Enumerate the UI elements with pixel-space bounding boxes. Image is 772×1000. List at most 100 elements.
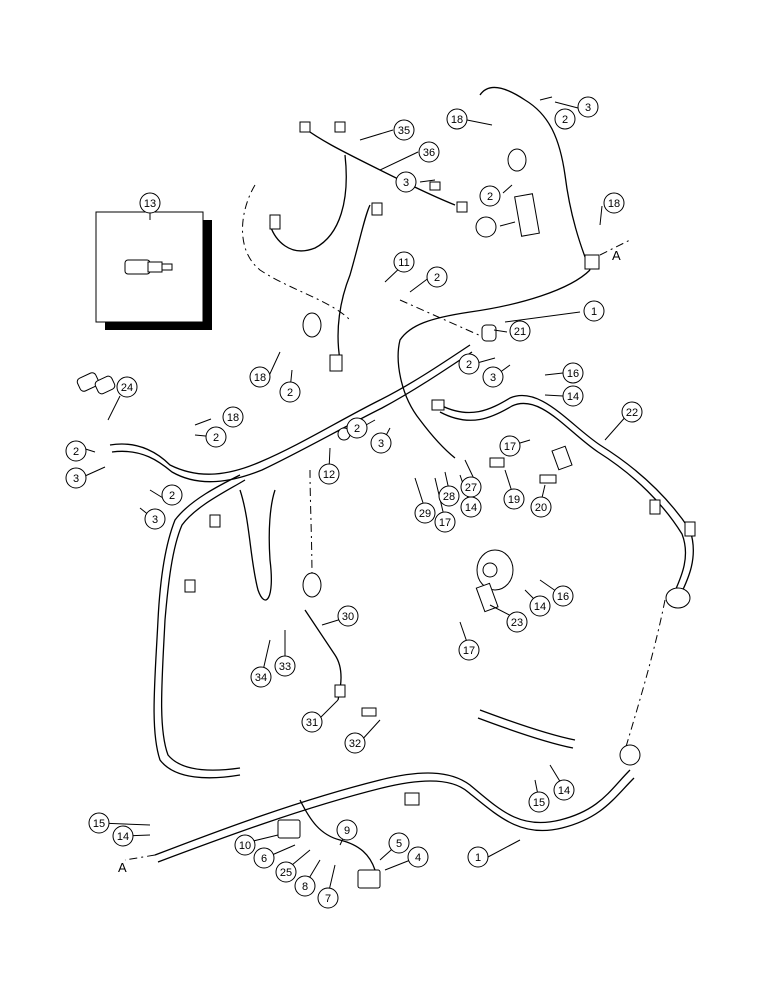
upper-right-harness-2 <box>397 269 591 459</box>
callout-label: 18 <box>608 198 620 210</box>
callout-label: 3 <box>490 372 496 384</box>
callout-label: 2 <box>434 272 440 284</box>
callout-1: 1 <box>583 300 605 322</box>
callout-2: 2 <box>479 185 501 207</box>
callout-label: 35 <box>398 125 410 137</box>
callout-label: 2 <box>169 490 175 502</box>
callout-2: 2 <box>65 440 87 462</box>
callout-label: 34 <box>255 672 267 684</box>
callout-label: 9 <box>344 825 350 837</box>
callout-14: 14 <box>460 496 482 518</box>
callout-label: 15 <box>93 818 105 830</box>
callout-label: 14 <box>117 831 129 843</box>
callout-27: 27 <box>460 476 482 498</box>
callout-36: 36 <box>418 141 440 163</box>
callout-label: 3 <box>73 473 79 485</box>
callout-2: 2 <box>279 381 301 403</box>
callout-30: 30 <box>337 605 359 627</box>
callout-18: 18 <box>222 406 244 428</box>
callouts: 35 36 18 2 3 3 2 18 13 11 2 1 21 18 2 2 … <box>65 96 643 909</box>
callout-17: 17 <box>458 639 480 661</box>
callout-13: 13 <box>139 192 161 214</box>
callout-label: 3 <box>585 102 591 114</box>
callout-9: 9 <box>336 819 358 841</box>
callout-label: 16 <box>557 591 569 603</box>
callout-11: 11 <box>393 251 415 273</box>
callout-2: 2 <box>554 108 576 130</box>
callout-label: 18 <box>227 412 239 424</box>
left-branch-harness <box>153 474 241 779</box>
callout-14: 14 <box>112 825 134 847</box>
callout-3: 3 <box>65 467 87 489</box>
callout-25: 25 <box>275 861 297 883</box>
lower-main-harness-edge <box>157 777 635 863</box>
callout-18: 18 <box>446 108 468 130</box>
callout-label: 6 <box>261 853 267 865</box>
callout-label: 18 <box>451 114 463 126</box>
callout-2: 2 <box>346 417 368 439</box>
callout-label: 24 <box>121 382 133 394</box>
connector-icon <box>76 121 696 889</box>
callout-label: 29 <box>419 508 431 520</box>
callout-label: 16 <box>567 368 579 380</box>
callout-label: 2 <box>287 387 293 399</box>
callout-label: 28 <box>443 491 455 503</box>
components <box>76 121 696 889</box>
callout-3: 3 <box>482 366 504 388</box>
callout-label: 23 <box>511 617 523 629</box>
callout-7: 7 <box>317 887 339 909</box>
callout-label: 3 <box>403 177 409 189</box>
bottom-right-bracket <box>479 709 576 741</box>
callout-17: 17 <box>499 435 521 457</box>
callout-18: 18 <box>603 192 625 214</box>
grommet-icon <box>302 148 691 766</box>
callout-label: 7 <box>325 893 331 905</box>
callout-label: 17 <box>504 441 516 453</box>
callout-label: 14 <box>567 391 579 403</box>
callout-label: 4 <box>415 852 421 864</box>
callout-label: 1 <box>591 306 597 318</box>
callout-20: 20 <box>530 496 552 518</box>
right-harness-22 <box>439 395 694 601</box>
callout-label: 3 <box>152 514 158 526</box>
callout-14: 14 <box>529 595 551 617</box>
callout-label: 2 <box>562 114 568 126</box>
callout-label: 2 <box>354 423 360 435</box>
callout-label: 30 <box>342 611 354 623</box>
callout-label: 17 <box>439 517 451 529</box>
callout-6: 6 <box>253 847 275 869</box>
callout-label: 25 <box>280 867 292 879</box>
callout-2: 2 <box>426 266 448 288</box>
callout-label: 2 <box>487 191 493 203</box>
callout-label: 36 <box>423 147 435 159</box>
callout-21: 21 <box>509 320 531 342</box>
callout-2: 2 <box>205 426 227 448</box>
callout-16: 16 <box>552 585 574 607</box>
bottom-right-bracket-edge <box>477 717 574 749</box>
callout-label: 31 <box>306 717 318 729</box>
callout-35: 35 <box>393 119 415 141</box>
callout-14: 14 <box>562 385 584 407</box>
callout-label: 8 <box>302 881 308 893</box>
callout-33: 33 <box>274 655 296 677</box>
sensor-icon <box>124 259 173 275</box>
callout-17: 17 <box>434 511 456 533</box>
lower-main-harness <box>154 769 631 856</box>
callout-label: 14 <box>465 502 477 514</box>
callout-10: 10 <box>234 834 256 856</box>
upper-right-harness <box>479 86 591 271</box>
callout-23: 23 <box>506 611 528 633</box>
callout-31: 31 <box>301 711 323 733</box>
callout-15: 15 <box>528 791 550 813</box>
callout-label: 10 <box>239 840 251 852</box>
callout-label: 22 <box>626 407 638 419</box>
top-harness-35 <box>299 124 456 206</box>
section-marker-a-bottom: A <box>118 860 127 875</box>
dashed-routing-lines <box>124 184 666 861</box>
drooping-loop <box>239 489 276 601</box>
left-branch-harness-edge <box>160 479 246 771</box>
inset-box-13 <box>95 211 212 330</box>
callout-label: 27 <box>465 482 477 494</box>
callout-22: 22 <box>621 401 643 423</box>
